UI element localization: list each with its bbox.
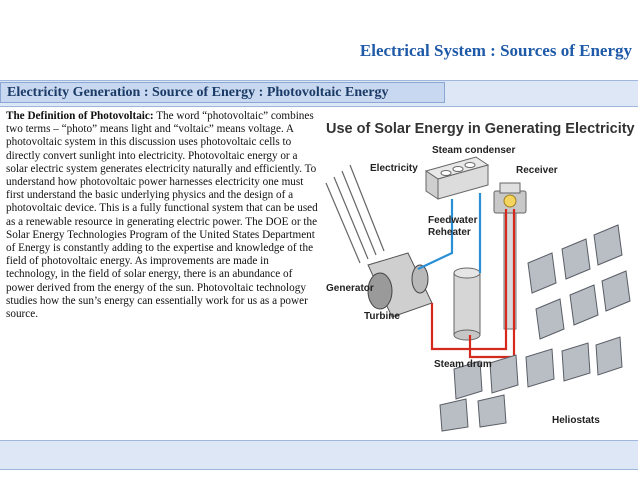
label-heliostats: Heliostats (552, 415, 600, 426)
slide-title: Electrical System : Sources of Energy (359, 41, 632, 60)
label-receiver: Receiver (516, 165, 558, 176)
body-paragraph: The Definition of Photovoltaic: The word… (6, 110, 318, 321)
steam-condenser (424, 156, 490, 200)
steam-drum (453, 267, 481, 341)
label-reheater: Reheater (428, 227, 471, 238)
label-turbine: Turbine (364, 311, 400, 322)
generator-turbine (367, 252, 433, 318)
definition-lead: The Definition of Photovoltaic: (6, 110, 154, 122)
power-tower (493, 182, 527, 330)
definition-text: The word “photovoltaic” combines two ter… (6, 110, 318, 321)
footer-band (0, 440, 638, 470)
solar-diagram: Use of Solar Energy in Generating Electr… (325, 121, 635, 432)
figure-title: Use of Solar Energy in Generating Electr… (326, 121, 635, 137)
label-steam-condenser: Steam condenser (432, 145, 515, 156)
label-generator: Generator (326, 283, 374, 294)
pipes (417, 193, 516, 359)
power-lines (325, 164, 385, 264)
label-steam-drum: Steam drum (434, 359, 492, 370)
label-electricity: Electricity (370, 163, 418, 174)
solar-diagram-figure: Use of Solar Energy in Generating Electr… (320, 113, 636, 435)
label-feedwater: Feedwater (428, 215, 478, 226)
heliostats (439, 224, 631, 432)
section-header: Electricity Generation : Source of Energ… (0, 82, 445, 103)
